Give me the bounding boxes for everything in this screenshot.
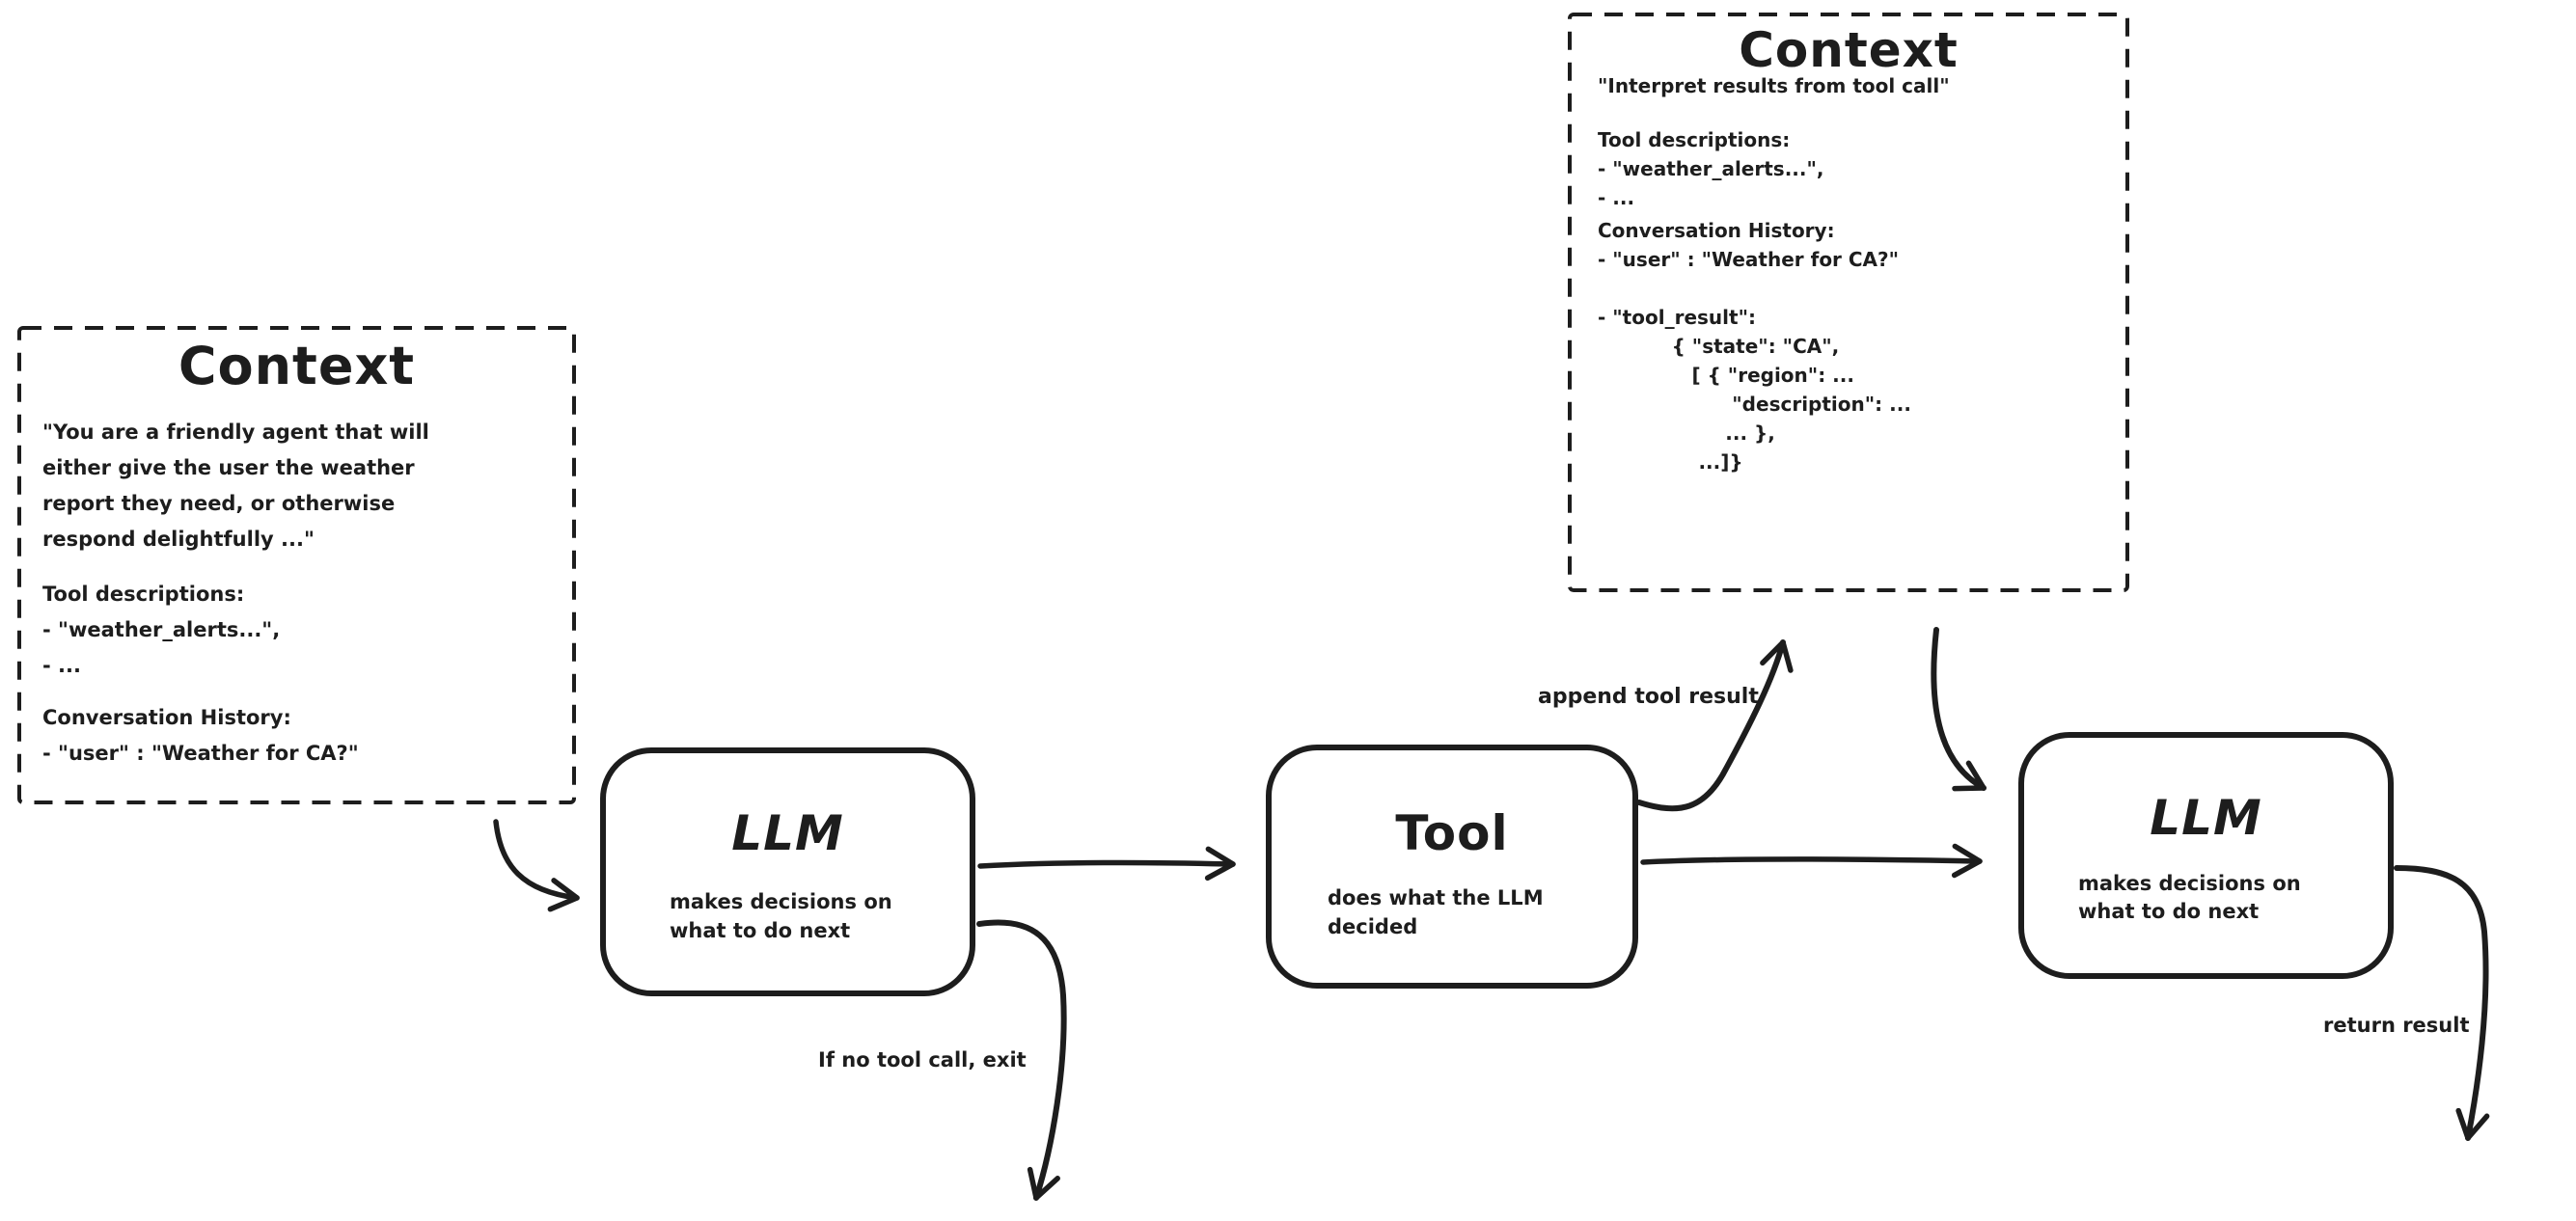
- arrow-llm1-exit: [976, 919, 1067, 1201]
- tool-node-box: [1266, 745, 1638, 989]
- context2-conversation-history: Conversation History: - "user" : "Weathe…: [1598, 219, 1911, 474]
- context1-border: [17, 326, 576, 804]
- llm2-node-box: [2018, 732, 2394, 979]
- llm2-subtitle: makes decisions on what to do next: [2078, 872, 2301, 923]
- context1-tool-descriptions: Tool descriptions: - "weather_alerts..."…: [42, 583, 281, 677]
- arrow-llm1-to-tool: [977, 846, 1236, 882]
- tool-subtitle: does what the LLM decided: [1328, 886, 1544, 938]
- arrow-context2-to-llm2: [1931, 627, 1987, 792]
- arrow-tool-to-llm2: [1640, 843, 1983, 879]
- llm1-node-box: [600, 747, 975, 996]
- append-tool-result-label: append tool result: [1538, 685, 1759, 709]
- if-no-tool-call-exit-label: If no tool call, exit: [818, 1048, 1027, 1072]
- context1-conversation-history: Conversation History: - "user" : "Weathe…: [42, 706, 359, 765]
- tool-title: Tool: [1395, 805, 1509, 861]
- llm1-subtitle: makes decisions on what to do next: [670, 890, 892, 942]
- context2-border: [1568, 13, 2129, 592]
- context1-title: Context: [178, 336, 416, 396]
- arrow-llm2-return-result: [2394, 865, 2490, 1141]
- context2-title: Context: [1739, 22, 1959, 78]
- context2-tool-descriptions: Tool descriptions: - "weather_alerts..."…: [1598, 128, 1824, 209]
- arrow-context1-to-llm1: [493, 819, 580, 912]
- llm1-title: LLM: [731, 805, 844, 861]
- llm2-title: LLM: [2150, 790, 2262, 846]
- return-result-label: return result: [2323, 1014, 2470, 1037]
- context2-system-prompt: "Interpret results from tool call": [1598, 74, 1950, 97]
- context1-system-prompt: "You are a friendly agent that will eith…: [42, 421, 429, 551]
- arrow-tool-to-context2: [1636, 639, 1794, 812]
